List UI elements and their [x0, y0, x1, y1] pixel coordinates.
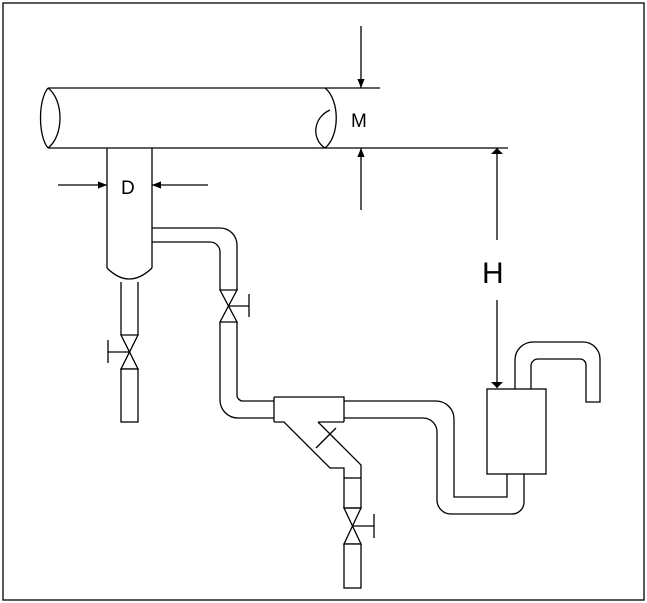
strainer-drain-outlet	[343, 543, 362, 589]
leg-drain-outlet	[120, 368, 139, 423]
isolation-valve-icon	[218, 289, 250, 323]
strainer-drain-valve-icon	[342, 507, 375, 545]
leg-drain-valve-icon	[107, 334, 140, 370]
d-dimension: D	[58, 178, 208, 199]
m-label: M	[351, 111, 367, 132]
sensing-line	[152, 227, 274, 419]
h-label: H	[482, 257, 504, 290]
trap-outlet-line	[514, 341, 601, 403]
trap-inlet-line	[344, 400, 525, 515]
m-dimension: M	[325, 26, 380, 210]
strainer-blowdown-pipe	[343, 477, 362, 509]
h-dimension: H	[482, 148, 504, 388]
steam-trap	[486, 388, 547, 475]
main-pipe	[39, 87, 508, 149]
y-strainer	[273, 396, 362, 478]
collection-leg	[106, 148, 153, 335]
d-label: D	[121, 178, 135, 199]
